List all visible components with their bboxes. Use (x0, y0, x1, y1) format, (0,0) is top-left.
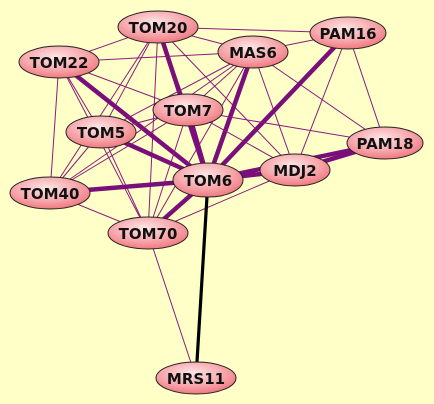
edge-tom20-tom70 (147, 26, 159, 234)
node-mas6[interactable]: MAS6 (217, 35, 289, 69)
node-ellipse (259, 153, 331, 187)
node-label: MRS11 (167, 370, 225, 388)
node-ellipse (18, 45, 100, 79)
node-pam16[interactable]: PAM16 (309, 16, 387, 50)
node-tom40[interactable]: TOM40 (9, 176, 91, 210)
node-label: MAS6 (229, 44, 277, 62)
node-ellipse (65, 115, 137, 149)
node-tom22[interactable]: TOM22 (18, 45, 100, 79)
node-label: TOM20 (129, 19, 188, 37)
edge-mas6-tom5 (100, 51, 254, 133)
node-label: TOM70 (119, 225, 178, 243)
edge-tom20-tom5 (100, 26, 159, 133)
node-ellipse (152, 93, 224, 127)
node-ellipse (346, 126, 424, 160)
node-label: TOM6 (184, 172, 232, 190)
node-ellipse (117, 10, 199, 44)
edge-mas6-pam18 (252, 51, 386, 144)
node-label: TOM5 (77, 124, 125, 142)
node-label: PAM16 (319, 25, 376, 43)
node-ellipse (9, 176, 91, 210)
edge-tom20-tom40 (49, 26, 159, 194)
node-label: TOM22 (30, 54, 89, 72)
node-tom20[interactable]: TOM20 (117, 10, 199, 44)
node-label: TOM40 (21, 185, 80, 203)
edge-tom22-tom6 (56, 59, 211, 183)
node-tom5[interactable]: TOM5 (65, 115, 137, 149)
node-label: TOM7 (164, 102, 212, 120)
edge-tom22-tom40 (49, 61, 60, 194)
node-ellipse (107, 216, 189, 250)
edge-pam16-pam18 (347, 32, 386, 144)
edge-pam16-mdj2 (294, 32, 349, 171)
edge-pam16-tom6 (205, 30, 351, 183)
edge-mas6-tom6 (205, 49, 256, 183)
node-tom7[interactable]: TOM7 (152, 93, 224, 127)
edge-mas6-tom40 (49, 51, 254, 194)
node-label: MDJ2 (273, 162, 316, 180)
node-ellipse (309, 16, 387, 50)
edge-mas6-tom70 (147, 51, 254, 234)
edge-tom6-mrs11 (194, 178, 210, 380)
node-tom6[interactable]: TOM6 (172, 162, 244, 198)
node-mrs11[interactable]: MRS11 (155, 361, 237, 395)
edge-tom5-tom70 (100, 131, 149, 234)
node-ellipse (172, 162, 244, 198)
node-tom70[interactable]: TOM70 (107, 216, 189, 250)
edge-tom7-tom70 (147, 109, 189, 234)
node-ellipse (217, 35, 289, 69)
edge-tom7-tom40 (49, 109, 189, 194)
edge-tom70-mrs11 (147, 232, 197, 379)
node-pam18[interactable]: PAM18 (346, 126, 424, 160)
edges-layer (47, 24, 388, 380)
node-label: PAM18 (356, 135, 413, 153)
node-mdj2[interactable]: MDJ2 (259, 153, 331, 187)
node-ellipse (155, 361, 237, 395)
